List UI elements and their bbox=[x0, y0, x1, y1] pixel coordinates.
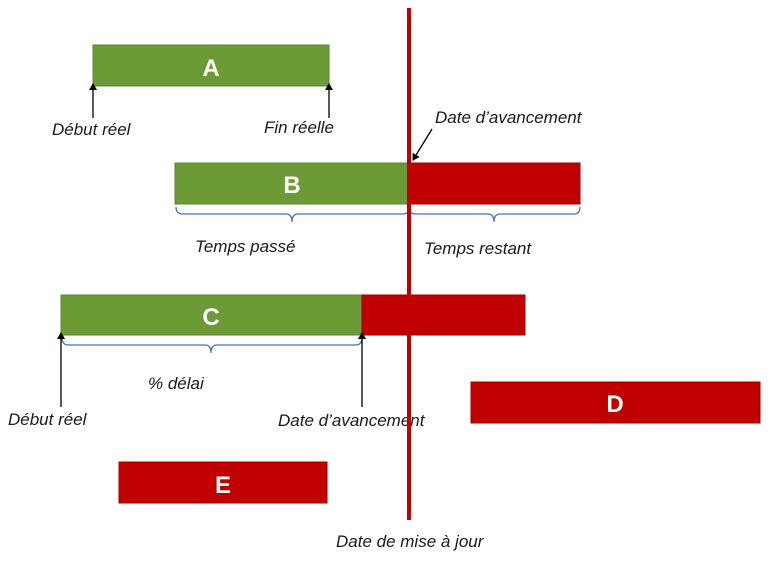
task-b-remaining-bar bbox=[408, 162, 581, 205]
task-c-done-bar bbox=[60, 294, 363, 336]
task-c-label: C bbox=[202, 304, 219, 331]
task-b-label: B bbox=[283, 172, 300, 199]
b-remaining-brace bbox=[408, 206, 581, 223]
task-b-done-bar bbox=[174, 162, 410, 205]
c-delay-brace bbox=[61, 337, 363, 354]
task-e-label: E bbox=[215, 472, 231, 499]
c-start-label: Début réel bbox=[8, 410, 88, 429]
b-elapsed-brace bbox=[175, 206, 410, 223]
c-delay-label: % délai bbox=[148, 374, 205, 393]
status-date-label: Date de mise à jour bbox=[336, 532, 485, 551]
b-remaining-label: Temps restant bbox=[424, 239, 532, 258]
task-d-bar bbox=[470, 381, 761, 424]
b-elapsed-label: Temps passé bbox=[195, 237, 295, 256]
task-e-bar bbox=[118, 461, 328, 504]
b-progress-date-arrow bbox=[412, 128, 433, 161]
task-c-remaining-bar bbox=[361, 294, 526, 336]
c-progress-date-label: Date d’avancement bbox=[278, 411, 426, 430]
b-progress-date-label: Date d’avancement bbox=[435, 108, 583, 127]
task-a-bar bbox=[92, 44, 330, 87]
a-start-label: Début réel bbox=[52, 120, 132, 139]
task-d-label: D bbox=[606, 391, 623, 418]
task-a-label: A bbox=[202, 55, 219, 82]
a-end-label: Fin réelle bbox=[264, 118, 334, 137]
